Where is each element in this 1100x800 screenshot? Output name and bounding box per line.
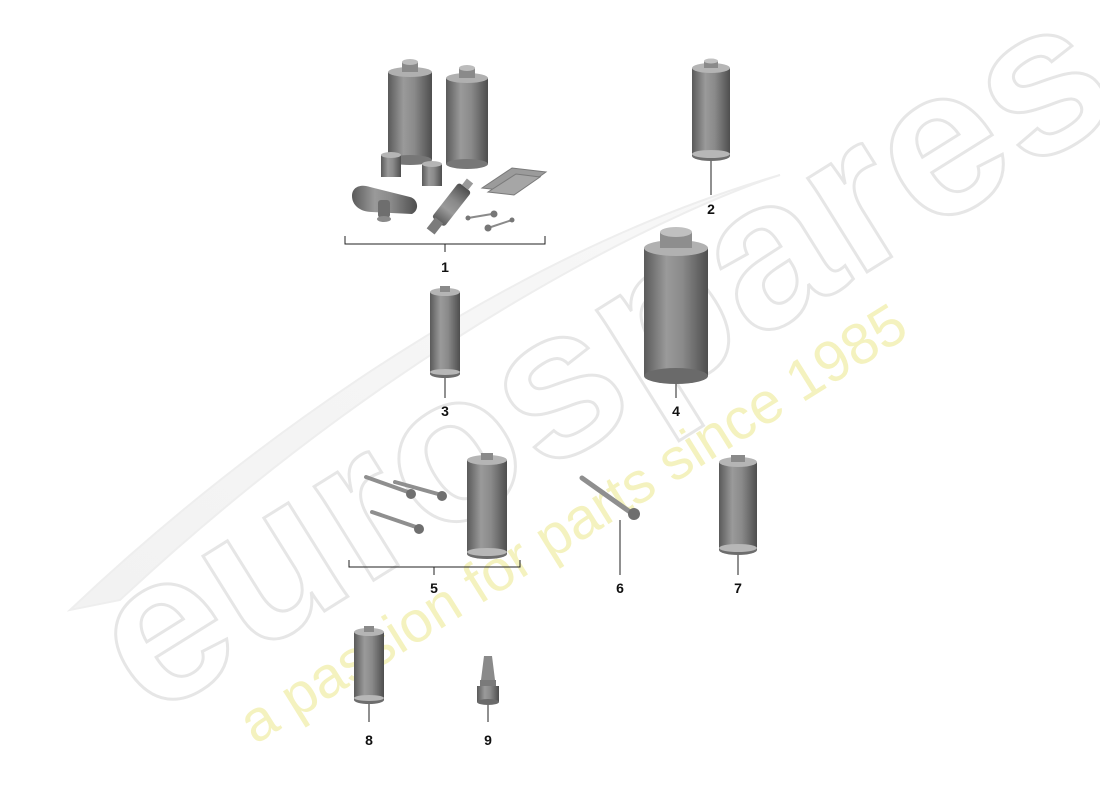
callout-6: 6 [616,580,624,596]
part-8-cartridge[interactable] [354,626,384,722]
part-3-cartridge[interactable] [430,286,460,398]
part-9-nozzle[interactable] [477,656,499,722]
callout-5: 5 [430,580,438,596]
part-7-cartridge[interactable] [719,455,757,575]
callout-4: 4 [672,403,680,419]
callout-3: 3 [441,403,449,419]
watermark: eurospares a passion for parts since 198… [48,0,1100,760]
part-1-kit[interactable] [344,59,548,252]
part-5-cartridge-with-screws[interactable] [348,453,521,575]
part-4-canister[interactable] [644,227,708,398]
callout-8: 8 [365,732,373,748]
part-2-cartridge[interactable] [692,58,730,196]
watermark-brand: eurospares [49,0,1100,758]
callout-9: 9 [484,732,492,748]
callout-1: 1 [441,259,449,275]
callout-2: 2 [707,201,715,217]
watermark-swoosh [66,174,781,612]
part-6-screw[interactable] [579,475,640,575]
callout-7: 7 [734,580,742,596]
